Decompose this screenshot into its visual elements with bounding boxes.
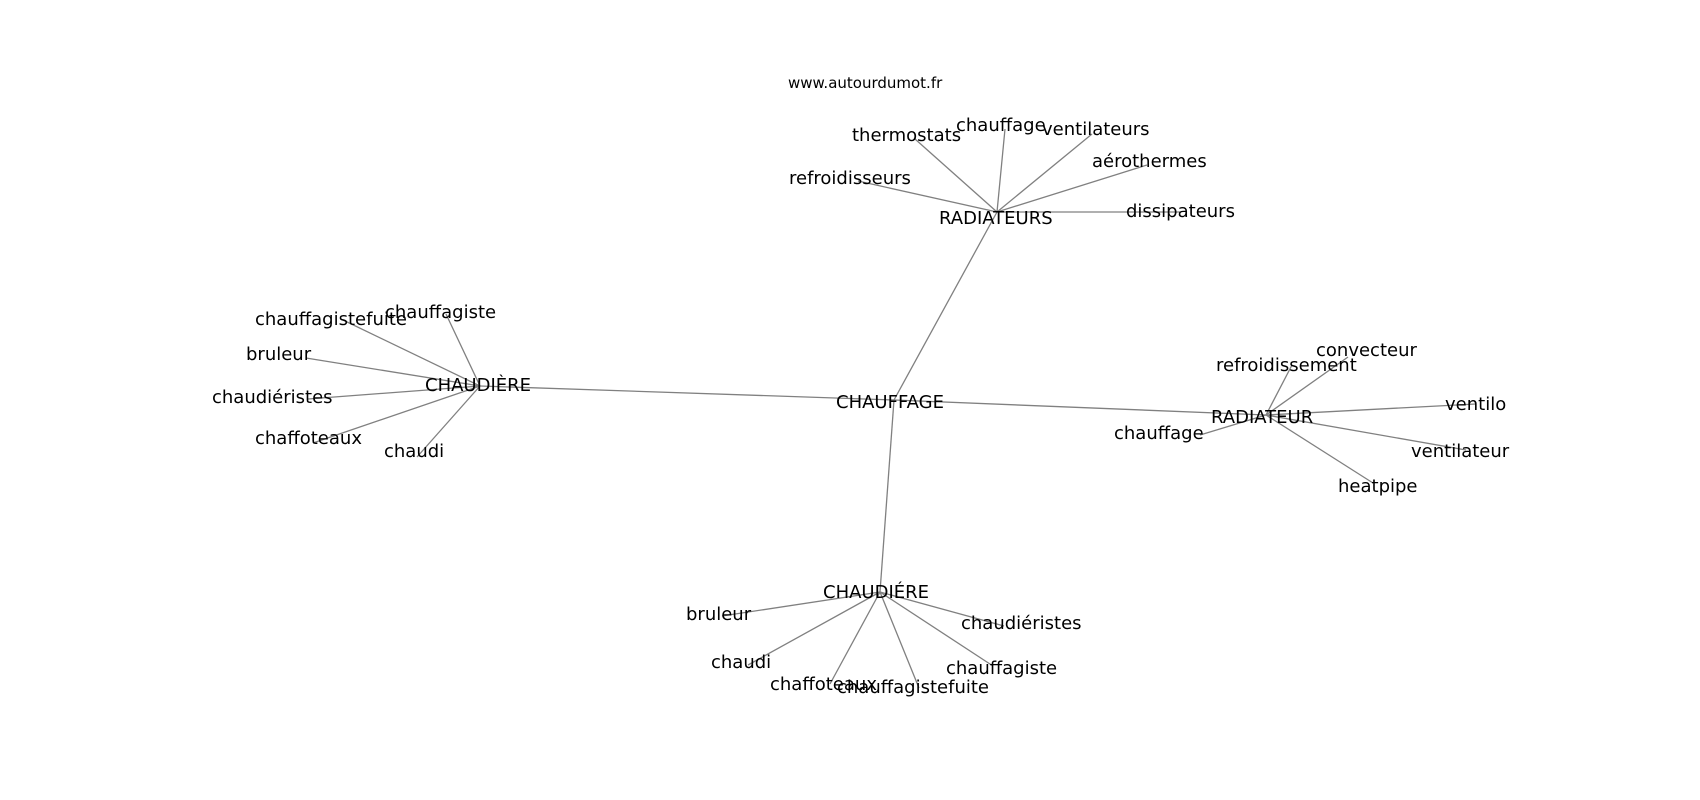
leaf-label-chaudiere-grave-chaudi[interactable]: chaudi	[384, 441, 444, 462]
leaf-label-radiateur-ventilateur[interactable]: ventilateur	[1411, 441, 1510, 462]
edge-center-to-radiateurs	[893, 211, 998, 401]
edge-radiateurs-to-refroidisseurs	[857, 180, 998, 213]
edge-radiateurs-to-thermostats	[914, 138, 998, 213]
edge-radiateurs-to-ventilateurs	[996, 133, 1093, 213]
leaf-label-chaudiere-grave-bruleur[interactable]: bruleur	[246, 344, 312, 365]
edge-chaudiere-grave-to-bruleur	[305, 357, 481, 387]
leaf-label-chaudiere-grave-chaffoteaux[interactable]: chaffoteaux	[255, 428, 362, 449]
edge-center-to-chaudiere-aigu	[879, 399, 895, 593]
edge-chaudiere-grave-to-chaudieristes	[307, 385, 481, 400]
source-url-text: www.autourdumot.fr	[788, 74, 943, 92]
leaf-label-chaudiere-aigu-chaudi[interactable]: chaudi	[711, 652, 771, 673]
leaf-label-chaudiere-grave-chauffagistefuite[interactable]: chauffagistefuite	[255, 309, 407, 330]
node-label-chauffage-center[interactable]: CHAUFFAGE	[836, 392, 944, 413]
edge-chaudiere-aigu-to-chaudieristes	[879, 591, 1005, 627]
leaf-label-radiateurs-aerothermes[interactable]: aérothermes	[1092, 151, 1207, 172]
leaf-label-radiateurs-ventilateurs[interactable]: ventilateurs	[1042, 119, 1150, 140]
leaf-label-radiateurs-chauffage[interactable]: chauffage	[956, 115, 1046, 136]
leaf-label-radiateurs-dissipateurs[interactable]: dissipateurs	[1126, 201, 1235, 222]
edge-radiateur-to-heatpipe	[1265, 414, 1374, 484]
edge-chaudiere-grave-to-chauffagiste	[445, 313, 481, 387]
edge-chaudiere-aigu-to-chauffagiste	[879, 591, 994, 667]
edge-radiateurs-to-aerothermes	[996, 164, 1148, 213]
graph-edges	[305, 128, 1477, 689]
leaf-label-chaudiere-aigu-bruleur[interactable]: bruleur	[686, 604, 752, 625]
leaf-label-radiateurs-thermostats[interactable]: thermostats	[852, 125, 961, 146]
edge-center-to-chaudiere-grave	[479, 385, 895, 401]
leaf-label-radiateur-ventilo[interactable]: ventilo	[1445, 394, 1506, 415]
edge-radiateur-to-ventilateur	[1265, 414, 1467, 451]
edge-chaudiere-aigu-to-chaudi	[747, 591, 881, 666]
hub-label-chaudiere-grave[interactable]: CHAUDIÈRE	[425, 374, 531, 396]
edge-radiateur-to-chauffage	[1199, 414, 1267, 436]
edge-chaudiere-aigu-to-chaffoteaux	[829, 591, 881, 685]
leaf-label-chaudiere-aigu-chauffagistefuite[interactable]: chauffagistefuite	[837, 677, 989, 698]
hub-label-chaudiere-aigu[interactable]: CHAUDIÉRE	[823, 581, 929, 603]
edge-chaudiere-grave-to-chaffoteaux	[312, 385, 481, 444]
edge-chaudiere-grave-to-chauffagistefuite	[342, 319, 481, 387]
leaf-label-chaudiere-aigu-chaffoteaux[interactable]: chaffoteaux	[770, 674, 877, 695]
edge-radiateurs-to-chauffage	[996, 128, 1006, 213]
leaf-label-radiateur-convecteur[interactable]: convecteur	[1316, 340, 1417, 361]
edge-radiateur-to-convecteur	[1265, 356, 1349, 416]
hub-label-radiateurs[interactable]: RADIATEURS	[939, 208, 1053, 229]
edge-chaudiere-aigu-to-bruleur	[721, 591, 881, 617]
hub-label-radiateur[interactable]: RADIATEUR	[1211, 407, 1313, 428]
leaf-label-chaudiere-grave-chaudieristes[interactable]: chaudiéristes	[212, 387, 333, 408]
leaf-label-chaudiere-aigu-chauffagiste[interactable]: chauffagiste	[946, 658, 1057, 679]
edge-center-to-radiateur	[893, 399, 1267, 416]
leaf-label-radiateur-chauffage[interactable]: chauffage	[1114, 423, 1204, 444]
edge-chaudiere-aigu-to-chauffagistefuite	[879, 591, 920, 689]
leaf-label-radiateur-heatpipe[interactable]: heatpipe	[1338, 476, 1418, 497]
leaf-label-radiateurs-refroidisseurs[interactable]: refroidisseurs	[789, 168, 911, 189]
leaf-label-chaudiere-grave-chauffagiste[interactable]: chauffagiste	[385, 302, 496, 323]
leaf-label-chaudiere-aigu-chaudieristes[interactable]: chaudiéristes	[961, 613, 1082, 634]
graph-node-labels: CHAUFFAGERADIATEURSthermostatschauffagev…	[212, 115, 1510, 698]
edge-radiateur-to-ventilo	[1265, 403, 1477, 416]
leaf-label-radiateur-refroidissement[interactable]: refroidissement	[1216, 355, 1357, 376]
edge-chaudiere-grave-to-chaudi	[416, 385, 481, 458]
edge-radiateur-to-refroidissement	[1265, 364, 1293, 416]
